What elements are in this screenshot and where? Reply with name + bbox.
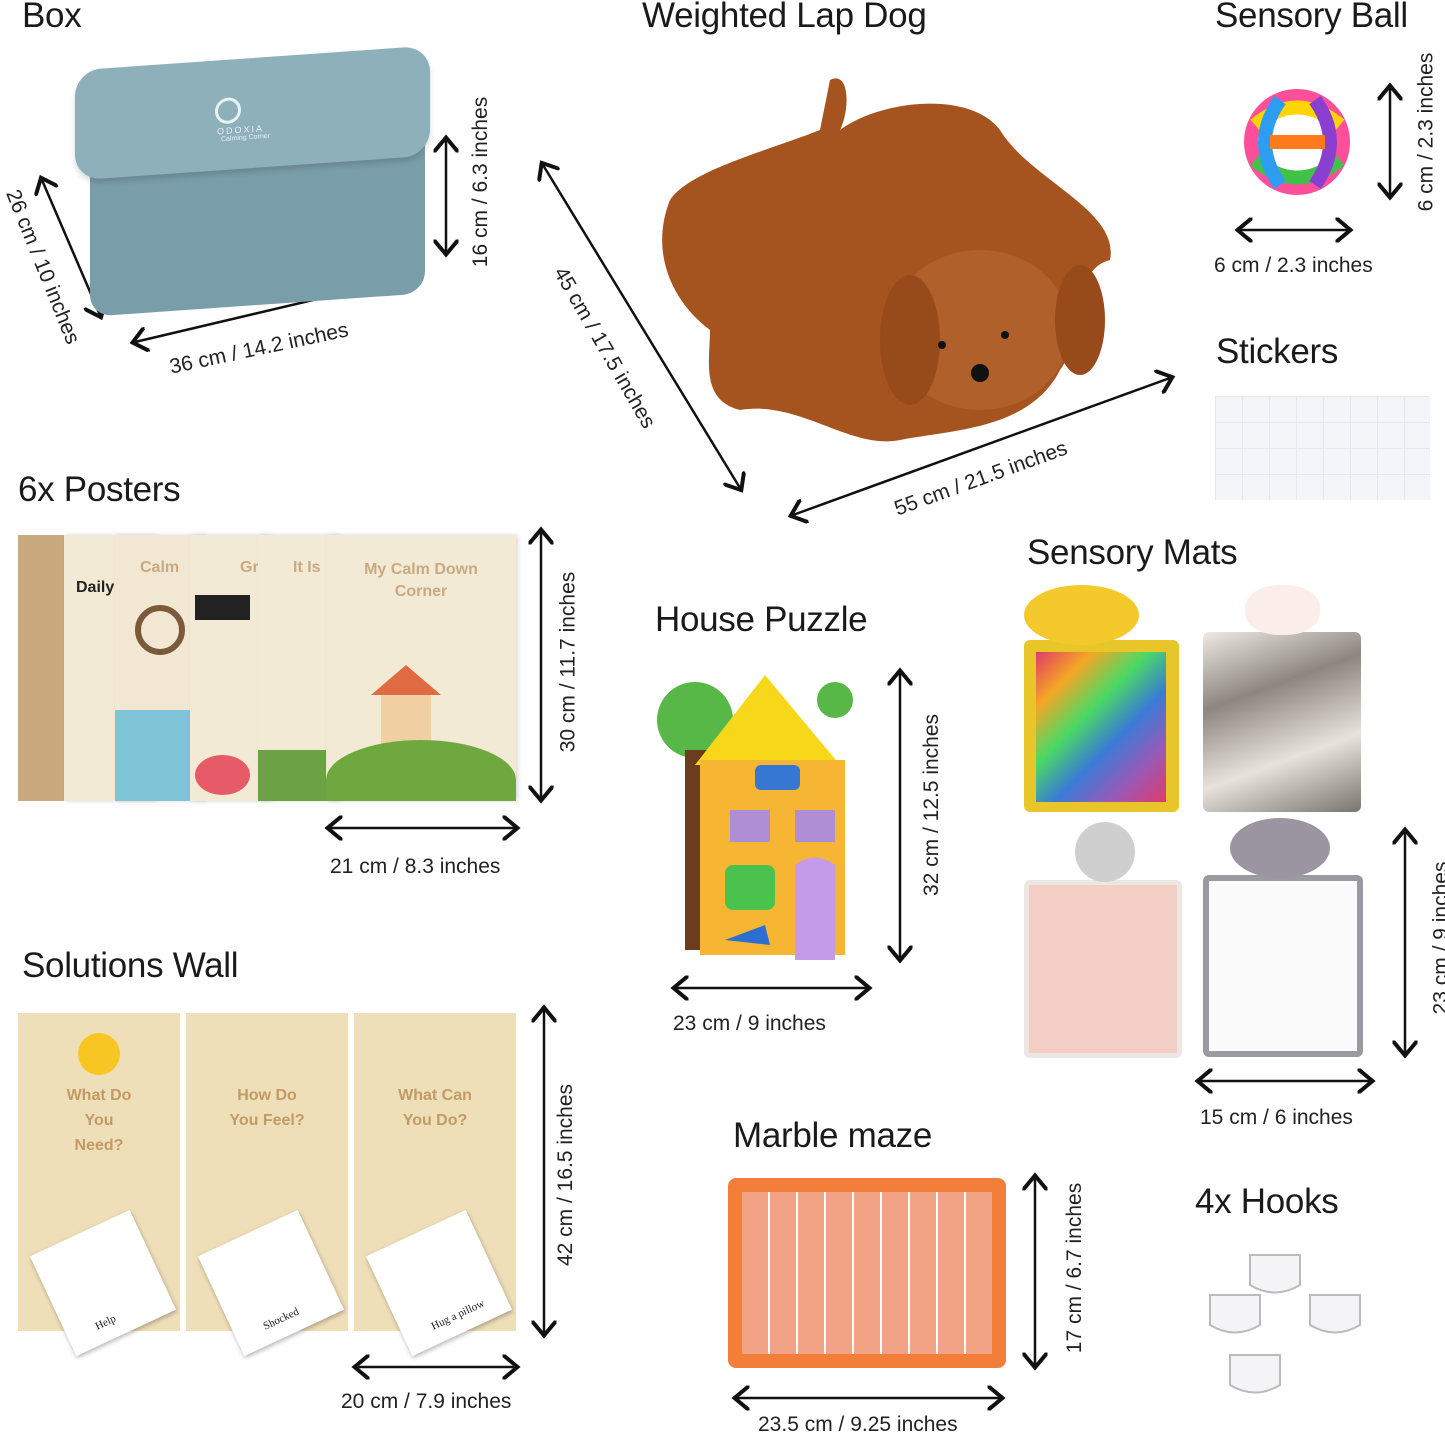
sticker-sheet bbox=[1215, 396, 1430, 500]
logo-icon bbox=[215, 96, 241, 125]
dim-box-height: 16 cm / 6.3 inches bbox=[469, 96, 493, 268]
wall-card-do: What Can You Do? Hug a pillow bbox=[354, 1013, 516, 1357]
fish-head-icon bbox=[1024, 585, 1139, 645]
bunny-head-icon bbox=[1230, 818, 1330, 878]
wall-card-need: What Do You Need? Help bbox=[18, 1013, 180, 1357]
dim-maze-width: 23.5 cm / 9.25 inches bbox=[758, 1413, 958, 1436]
dim-wall-height: 42 cm / 16.5 inches bbox=[554, 1083, 578, 1267]
dim-wall-width: 20 cm / 7.9 inches bbox=[341, 1390, 512, 1413]
title-box: Box bbox=[22, 0, 82, 35]
title-posters: 6x Posters bbox=[18, 470, 181, 509]
cat-head-icon bbox=[1245, 585, 1320, 635]
adhesive-hooks bbox=[1209, 1254, 1361, 1394]
sensory-mat-curly-pink bbox=[1024, 880, 1182, 1058]
dim-ball-width: 6 cm / 2.3 inches bbox=[1214, 254, 1373, 277]
title-stickers: Stickers bbox=[1216, 332, 1339, 371]
title-house-puzzle: House Puzzle bbox=[655, 600, 868, 639]
dim-puzzle-height: 32 cm / 12.5 inches bbox=[920, 713, 944, 897]
sensory-mat-fur-white bbox=[1203, 875, 1363, 1057]
dim-mat-width: 15 cm / 6 inches bbox=[1200, 1106, 1353, 1129]
weighted-lap-dog bbox=[662, 78, 1111, 442]
marble-maze bbox=[728, 1178, 1006, 1368]
poodle-head-icon bbox=[1075, 822, 1135, 882]
dim-ball-height: 6 cm / 2.3 inches bbox=[1414, 52, 1438, 212]
title-marble-maze: Marble maze bbox=[733, 1116, 932, 1155]
poster-gr: Gr bbox=[190, 535, 270, 801]
wall-card-feel: How Do You Feel? Shocked bbox=[186, 1013, 348, 1357]
poster-my-calm-down-corner: My Calm Down Corner bbox=[326, 535, 516, 801]
dim-puzzle-width: 23 cm / 9 inches bbox=[673, 1012, 826, 1035]
title-hooks: 4x Hooks bbox=[1195, 1182, 1339, 1221]
dim-poster-width: 21 cm / 8.3 inches bbox=[330, 855, 501, 878]
sensory-mat-fur-gray bbox=[1203, 632, 1361, 812]
dim-mat-height: 23 cm / 9 inches bbox=[1429, 861, 1445, 1015]
title-solutions-wall: Solutions Wall bbox=[22, 946, 239, 985]
poster-it-is: It Is bbox=[258, 535, 338, 801]
sensory-ball bbox=[1244, 89, 1350, 195]
house-puzzle bbox=[657, 675, 853, 960]
dim-maze-height: 17 cm / 6.7 inches bbox=[1063, 1182, 1087, 1354]
sensory-mat-sequin bbox=[1024, 640, 1179, 812]
title-sensory-mats: Sensory Mats bbox=[1027, 533, 1238, 572]
title-weighted-lap-dog: Weighted Lap Dog bbox=[642, 0, 927, 35]
sun-icon bbox=[78, 1033, 120, 1075]
dim-poster-height: 30 cm / 11.7 inches bbox=[556, 571, 580, 753]
title-sensory-ball: Sensory Ball bbox=[1215, 0, 1408, 35]
